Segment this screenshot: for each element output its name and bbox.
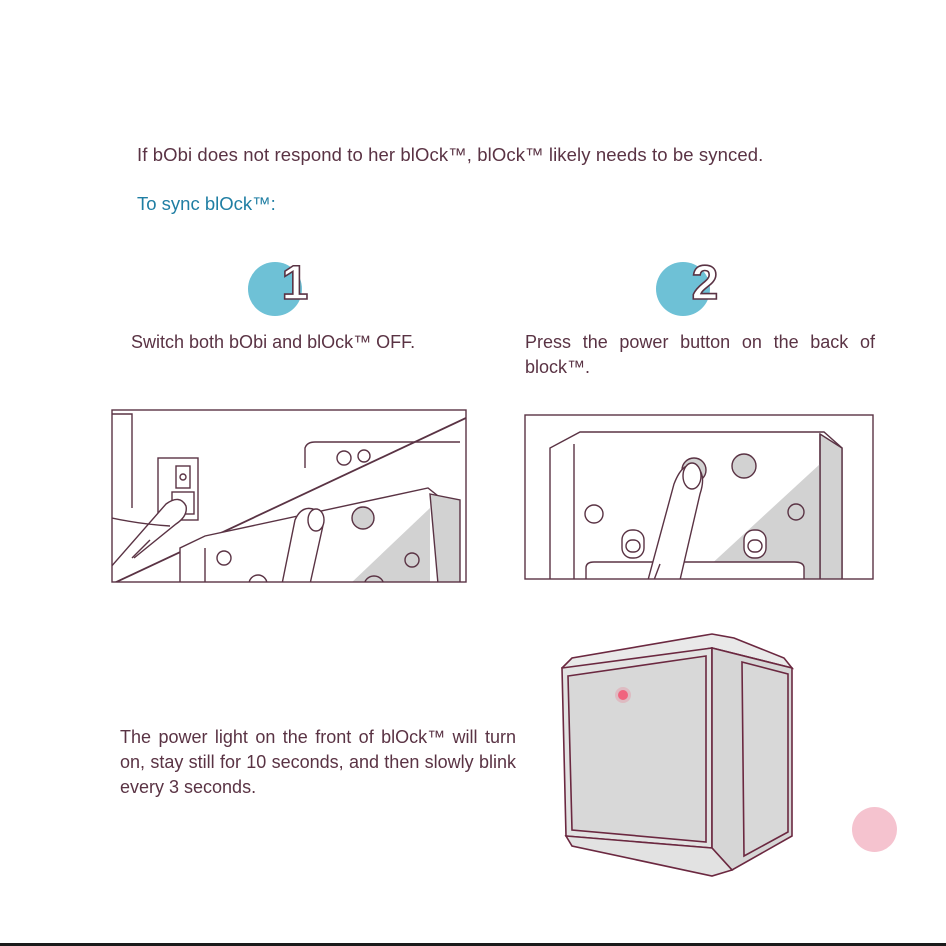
press-power-button-illustration [524, 414, 874, 580]
power-light-description: The power light on the front of blOck™ w… [120, 725, 516, 800]
step-number: 1 [282, 257, 309, 310]
numbered-circle-icon: 2 [656, 258, 716, 318]
block-front-illustration [552, 630, 800, 880]
step-2-instruction: Press the power button on the back of bl… [525, 330, 875, 405]
step-1-badge: 1 [248, 258, 308, 318]
switch-off-illustration [110, 408, 470, 586]
numbered-circle-icon: 1 [248, 258, 308, 318]
sync-heading: To sync blOck™: [137, 193, 276, 215]
intro-text: If bObi does not respond to her blOck™, … [137, 144, 763, 166]
step-1-instruction: Switch both bObi and blOck™ OFF. [131, 330, 461, 355]
step-2-badge: 2 [656, 258, 716, 318]
page-dot-icon [852, 807, 897, 852]
step-number: 2 [692, 257, 719, 310]
